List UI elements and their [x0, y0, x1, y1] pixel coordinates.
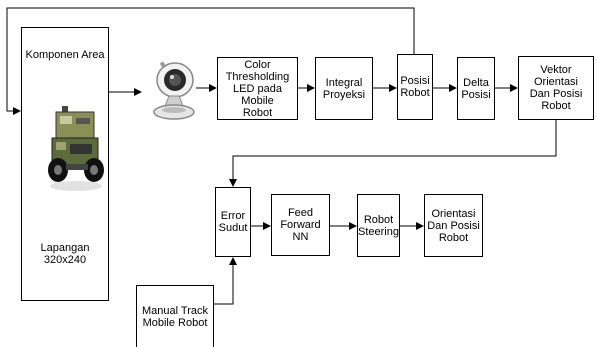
- integral-line-1: Integral: [325, 76, 363, 89]
- orientasi-line-2: Dan Posisi: [427, 219, 480, 232]
- steering-line-1: Robot: [363, 213, 394, 226]
- feed-forward-nn-box: Feed Forward NN: [271, 194, 330, 256]
- delta-line-1: Delta: [463, 76, 489, 89]
- color-thresholding-box: Color Thresholding LED pada Mobile Robot: [217, 57, 298, 120]
- area-subtitle: Lapangan 320x240: [24, 242, 106, 266]
- vektor-line-2: Dan Posisi: [529, 88, 583, 100]
- orientasi-posisi-box: Orientasi Dan Posisi Robot: [424, 194, 483, 257]
- posisi-robot-box: Posisi Robot: [397, 54, 433, 120]
- error-sudut-box: Error Sudut: [215, 187, 251, 257]
- delta-posisi-box: Delta Posisi: [457, 57, 495, 120]
- vektor-line-1: Vektor Orientasi: [533, 64, 579, 88]
- feed-line-2: Forward: [280, 219, 321, 231]
- error-line-1: Error: [220, 210, 246, 222]
- manual-track-box: Manual Track Mobile Robot: [136, 285, 214, 347]
- color-line-4: Robot: [242, 106, 273, 119]
- steering-line-2: Steering: [358, 225, 399, 238]
- arrow-vektor-to-error: [229, 120, 557, 187]
- integral-line-2: Proyeksi: [322, 88, 366, 101]
- feed-line-3: NN: [292, 231, 309, 243]
- color-line-2: Thresholding: [225, 70, 290, 83]
- posisi-line-1: Posisi: [400, 75, 430, 87]
- mobile-robot-icon: [48, 106, 104, 191]
- feed-line-1: Feed: [287, 207, 314, 219]
- vektor-line-3: Robot: [541, 100, 571, 112]
- orientasi-line-1: Orientasi: [431, 207, 476, 220]
- delta-line-2: Posisi: [461, 88, 491, 101]
- webcam-icon: [153, 61, 195, 120]
- error-line-2: Sudut: [218, 222, 248, 234]
- color-line-1: Color: [244, 58, 271, 71]
- integral-proyeksi-box: Integral Proyeksi: [315, 57, 373, 120]
- arrow-manual-to-error: [213, 257, 237, 305]
- manual-line-1: Manual Track: [141, 304, 209, 317]
- area-sub-2: 320x240: [43, 254, 87, 266]
- robot-steering-box: Robot Steering: [357, 194, 400, 257]
- vektor-orientasi-box: Vektor Orientasi Dan Posisi Robot: [518, 56, 594, 120]
- area-sub-1: Lapangan: [40, 242, 90, 254]
- posisi-line-2: Robot: [400, 87, 430, 99]
- feedback-line: [6, 7, 415, 115]
- area-box: Komponen Area Lapangan 320x240: [21, 27, 109, 301]
- orientasi-line-3: Robot: [438, 231, 469, 244]
- manual-line-2: Mobile Robot: [142, 316, 208, 329]
- area-title: Komponen Area: [25, 49, 105, 61]
- color-line-3: LED pada Mobile: [233, 82, 282, 107]
